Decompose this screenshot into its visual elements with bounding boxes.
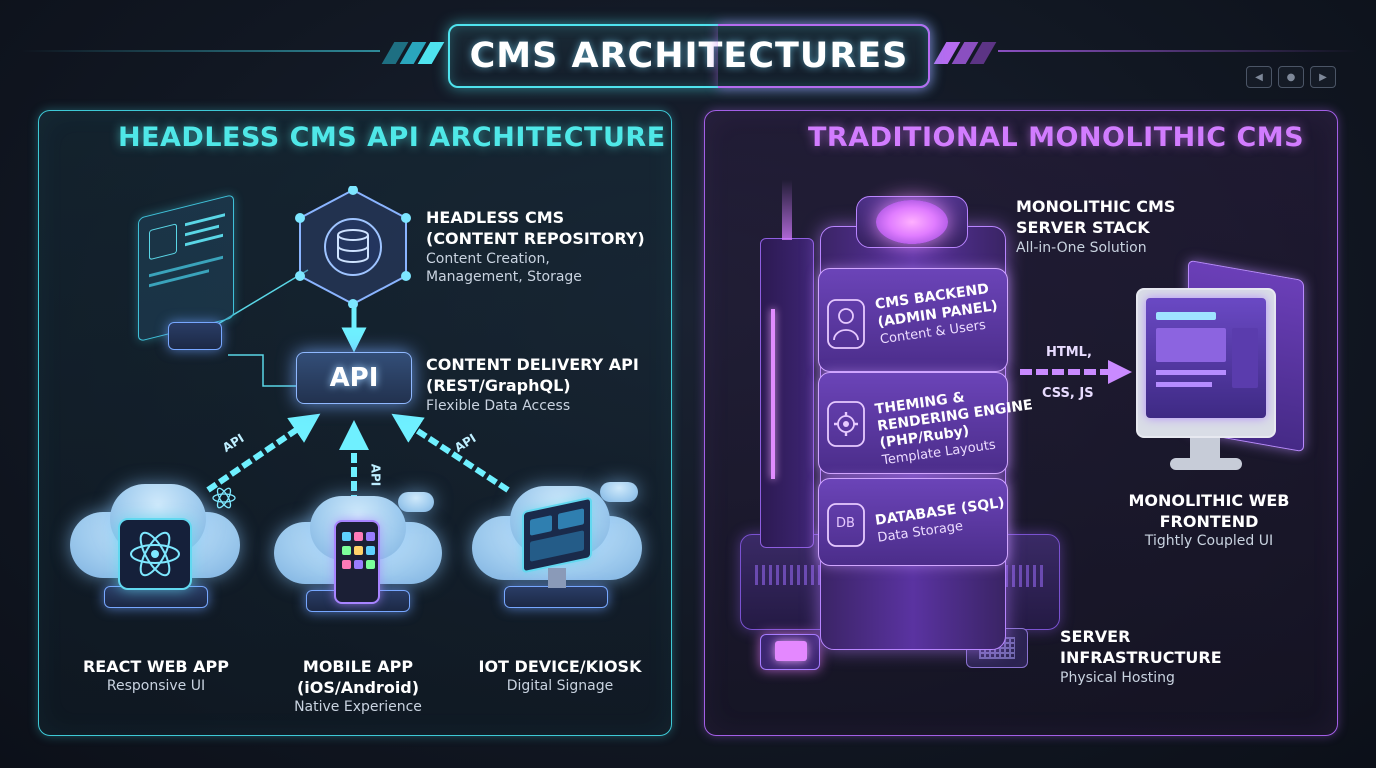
editor-to-repo-line xyxy=(207,269,309,331)
gear-icon xyxy=(827,401,865,447)
monitor-foot xyxy=(1170,458,1242,470)
editor-pad xyxy=(168,322,222,350)
stack-heading-1: MONOLITHIC CMS xyxy=(1016,197,1176,216)
stack-heading-2: SERVER STACK xyxy=(1016,218,1150,237)
react-tile xyxy=(118,518,192,590)
monitor-stand xyxy=(1190,438,1220,460)
db-icon-label: DB xyxy=(836,516,855,531)
api-heading-1: CONTENT DELIVERY API xyxy=(426,355,639,374)
repository-heading-1: HEADLESS CMS xyxy=(426,208,565,227)
html-output-arrow xyxy=(1020,360,1132,384)
base-chip-left xyxy=(760,634,820,670)
tower-core-glow xyxy=(876,200,948,244)
database-layer-icon xyxy=(827,503,865,547)
iot-mini-cloud xyxy=(600,482,638,502)
frontend-label: MONOLITHIC WEB FRONTEND Tightly Coupled … xyxy=(1106,490,1312,551)
layer-cms-backend xyxy=(818,268,1008,372)
api-desc: Flexible Data Access xyxy=(426,398,571,414)
phone-graphic xyxy=(334,520,380,604)
infrastructure-desc: Physical Hosting xyxy=(1060,670,1175,686)
api-heading-2: (REST/GraphQL) xyxy=(426,376,571,395)
window-controls: ◀ ● ▶ xyxy=(1246,66,1336,88)
repository-heading-2: (CONTENT REPOSITORY) xyxy=(426,229,645,248)
iot-desc: Digital Signage xyxy=(506,678,614,694)
next-icon[interactable]: ▶ xyxy=(1310,66,1336,88)
stack-desc: All-in-One Solution xyxy=(1016,240,1147,256)
mobile-app-desc: Native Experience xyxy=(294,699,422,715)
layer-database xyxy=(818,478,1008,566)
output-label-2: CSS, JS xyxy=(1042,386,1094,401)
monolithic-panel-title: TRADITIONAL MONOLITHIC CMS xyxy=(808,122,1305,153)
prev-icon[interactable]: ◀ xyxy=(1246,66,1272,88)
page-title: CMS ARCHITECTURES xyxy=(469,36,909,76)
kiosk-stand xyxy=(548,568,566,588)
server-side-pillar xyxy=(760,238,814,548)
infrastructure-heading-2: INFRASTRUCTURE xyxy=(1060,648,1222,667)
react-small-icon xyxy=(212,487,236,509)
repository-hexagon xyxy=(295,186,411,308)
repository-desc-1: Content Creation, xyxy=(426,251,550,267)
mobile-mini-cloud xyxy=(398,492,434,512)
output-label-1: HTML, xyxy=(1046,345,1092,360)
pillar-beam xyxy=(782,180,792,240)
title-plate: CMS ARCHITECTURES xyxy=(448,24,930,88)
headless-panel-title: HEADLESS CMS API ARCHITECTURE xyxy=(118,122,666,153)
monitor-screen xyxy=(1146,298,1266,418)
mobile-app-label: MOBILE APP (iOS/Android) Native Experien… xyxy=(272,656,444,717)
mobile-app-platforms: (iOS/Android) xyxy=(296,678,420,697)
header-deco-line-left xyxy=(20,50,380,52)
editor-screen-graphic xyxy=(138,194,234,342)
react-to-api-arrow xyxy=(206,413,321,493)
infrastructure-heading-1: SERVER xyxy=(1060,627,1131,646)
react-icon xyxy=(130,531,180,577)
editor-to-api-line xyxy=(228,354,296,387)
record-icon[interactable]: ● xyxy=(1278,66,1304,88)
react-app-label: REACT WEB APP Responsive UI xyxy=(70,656,242,696)
frontend-heading-1: MONOLITHIC WEB xyxy=(1128,491,1290,510)
layer-rendering-engine xyxy=(818,372,1008,474)
header-deco-line-right xyxy=(998,50,1358,52)
frontend-heading-2: FRONTEND xyxy=(1159,512,1259,531)
frontend-desc: Tightly Coupled UI xyxy=(1144,533,1274,549)
user-icon xyxy=(827,299,865,349)
iot-to-api-arrow xyxy=(391,413,510,493)
header-chevrons-right xyxy=(933,42,997,68)
react-app-title: REACT WEB APP xyxy=(82,657,230,676)
iot-title: IOT DEVICE/KIOSK xyxy=(478,657,642,676)
api-gateway-box: API xyxy=(296,352,412,404)
iot-label: IOT DEVICE/KIOSK Digital Signage xyxy=(474,656,646,696)
iot-pad xyxy=(504,586,608,608)
header-chevrons-left xyxy=(381,42,445,68)
repository-desc-2: Management, Storage xyxy=(426,269,582,285)
mobile-app-title: MOBILE APP xyxy=(302,657,414,676)
api-box-label: API xyxy=(329,363,379,393)
react-app-desc: Responsive UI xyxy=(106,678,206,694)
arrow-label-mobile: API xyxy=(368,463,383,487)
